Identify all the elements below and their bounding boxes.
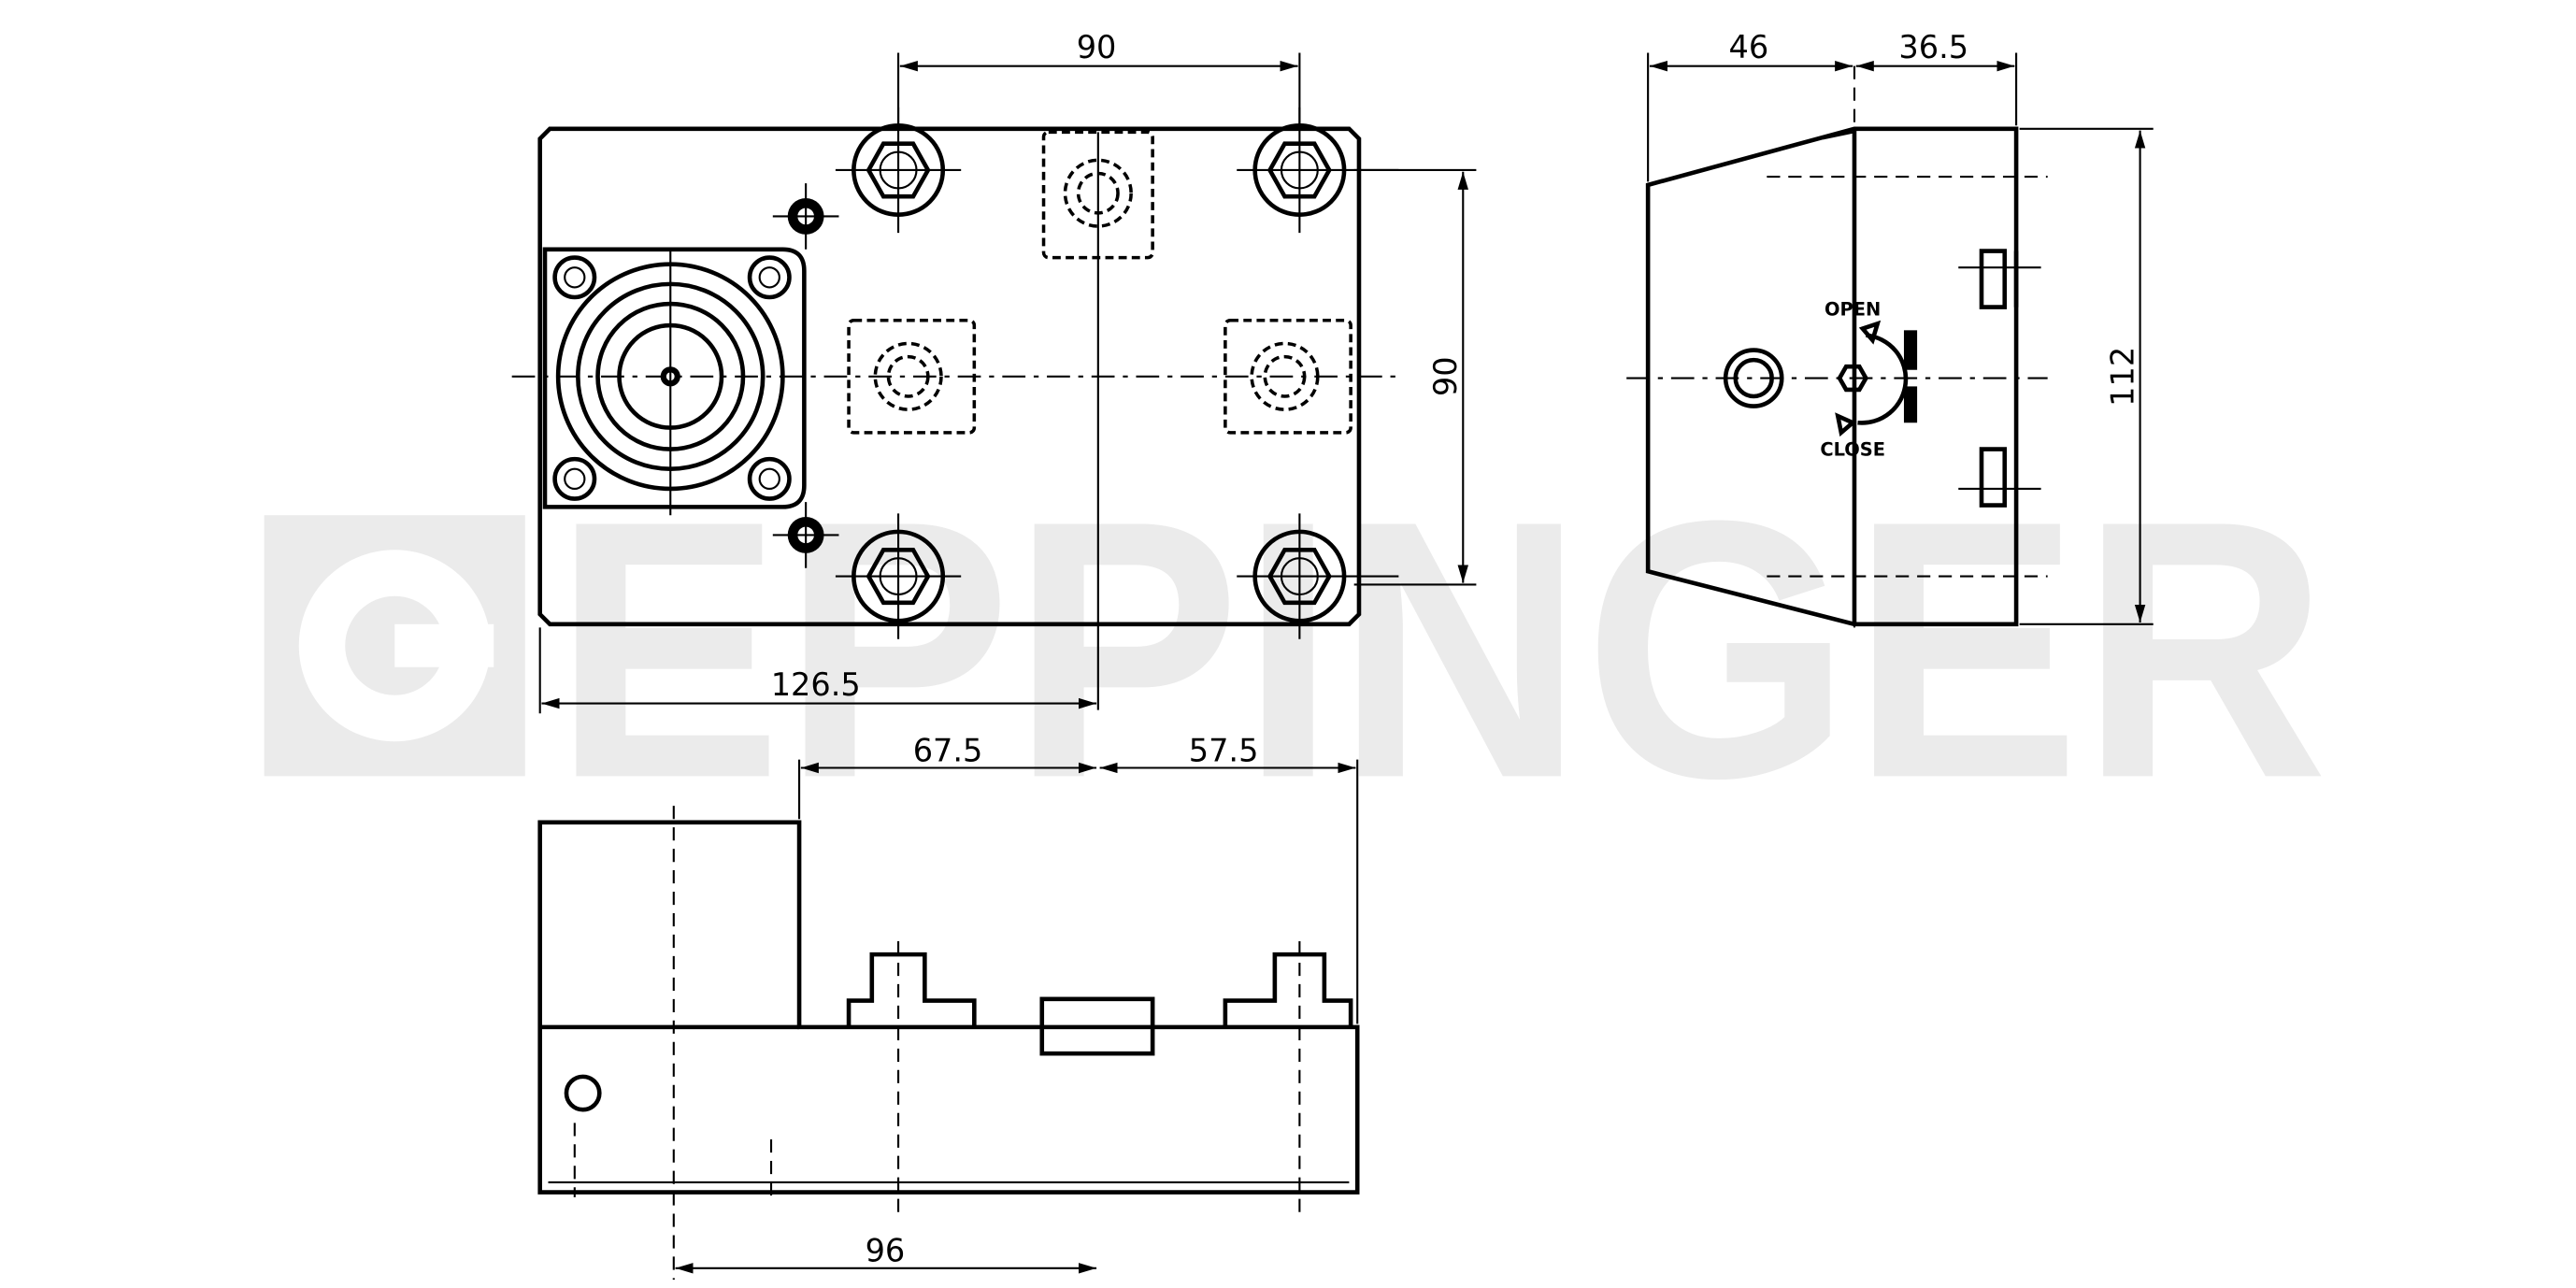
eppinger-watermark: EPPINGER xyxy=(264,445,2328,854)
dim-offset-center: 126.5 xyxy=(771,666,861,703)
dim-front-left: 67.5 xyxy=(913,732,983,768)
hidden-blocks xyxy=(847,130,1352,435)
dim-bolt-vertical: 90 xyxy=(1427,356,1464,396)
side-view: OPEN CLOSE 46 36.5 112 xyxy=(1626,29,2154,628)
dim-side-left: 46 xyxy=(1729,29,1769,65)
label-close: CLOSE xyxy=(1820,439,1885,461)
dim-bolt-horizontal: 90 xyxy=(1077,29,1117,65)
front-view: 67.5 57.5 96 xyxy=(537,732,1360,1281)
dim-front-right: 57.5 xyxy=(1189,732,1259,768)
label-open: OPEN xyxy=(1825,298,1881,320)
dim-front-bottom: 96 xyxy=(866,1233,906,1269)
dim-side-right: 36.5 xyxy=(1898,29,1968,65)
lock-cylinder xyxy=(542,247,807,516)
top-view: 90 90 126.5 xyxy=(511,29,1477,714)
svg-text:EPPINGER: EPPINGER xyxy=(553,445,2328,854)
dim-side-height: 112 xyxy=(2105,347,2141,407)
open-close-rotation-icon xyxy=(1835,320,1918,437)
